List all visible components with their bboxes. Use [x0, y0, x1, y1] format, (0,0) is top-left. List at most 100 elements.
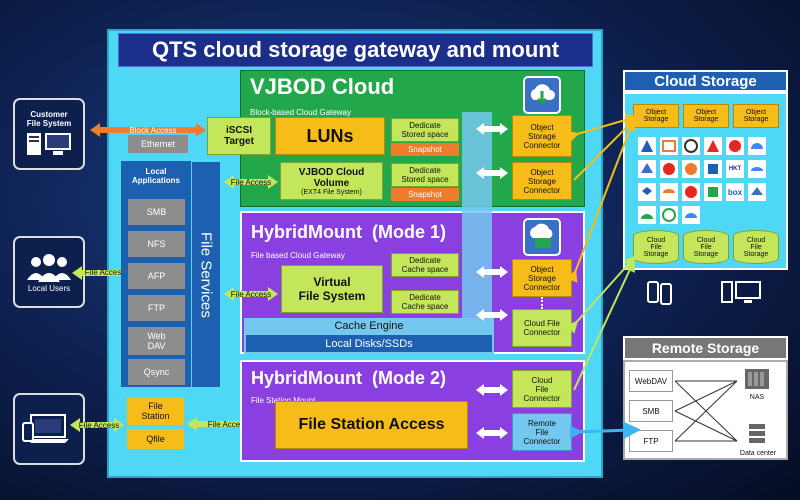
volume-line1: VJBOD Cloud — [298, 166, 365, 178]
dedicate-cache-2: Dedicate Cache space — [391, 290, 459, 314]
dedicate1-line1: Dedicate — [409, 121, 441, 130]
cloud-storage-title: Cloud Storage — [623, 70, 788, 92]
users-icon — [27, 253, 71, 282]
remote-smb-label: SMB — [642, 406, 660, 416]
hybrid2-title-text: HybridMount (Mode 2) — [251, 368, 446, 388]
diagram-title: QTS cloud storage gateway and mount — [118, 33, 593, 67]
hybrid1-title: HybridMount (Mode 1) — [251, 222, 446, 243]
hybrid1-subtitle-text: File based Cloud Gateway — [251, 251, 345, 260]
remote-ftp: FTP — [629, 430, 673, 452]
nfs-label: NFS — [147, 239, 166, 249]
cache-engine: Cache Engine — [244, 318, 494, 334]
hybrid1-file-access-label: File Access — [226, 289, 276, 299]
hybrid2-connector-1: Cloud File Connector — [512, 370, 572, 408]
users-file-access-text: File Access — [84, 267, 126, 277]
vjbod-file-access-arrow — [224, 175, 278, 189]
hc2-l1: Cloud File — [523, 319, 560, 328]
hybrid2-title: HybridMount (Mode 2) — [251, 368, 446, 389]
brand-hkt-text: HKT — [728, 166, 742, 172]
service-ftp: FTP — [128, 295, 185, 321]
cf3-l1: Cloud — [746, 236, 766, 244]
dedicate-cache-1: Dedicate Cache space — [391, 253, 459, 277]
qfile-file-access-text: File Access — [207, 419, 249, 429]
h2c2-l1: Remote — [527, 418, 556, 428]
cf2-l2: File — [700, 243, 712, 251]
iscsi-line1: iSCSI — [225, 125, 253, 136]
luns-box: LUNs — [275, 117, 385, 155]
luns-label: LUNs — [306, 125, 354, 146]
file-station-box: File Station — [127, 397, 184, 425]
client-devices — [13, 393, 85, 465]
vc2-l1: Object — [530, 167, 554, 177]
cache2-line1: Dedicate — [409, 293, 441, 302]
remote-title-text: Remote Storage — [651, 340, 760, 356]
upload-cloud-icon — [530, 84, 555, 106]
block-access-label: Block Access — [108, 125, 198, 135]
cloud-file-2: Cloud File Storage — [683, 230, 729, 264]
co1-l2: Storage — [643, 116, 669, 123]
vjbod-volume: VJBOD Cloud Volume (EXT4 File System) — [280, 162, 383, 200]
qfile-file-access-arrow — [187, 417, 271, 431]
cf1-l2: File — [650, 243, 662, 251]
local-applications: Local Applications — [121, 161, 191, 191]
vfs-line1: Virtual — [313, 275, 351, 289]
vc2-l2: Storage — [527, 176, 557, 186]
server-icon — [27, 132, 71, 155]
snapshot1-label: Snapshot — [408, 145, 442, 154]
external-arrows — [570, 113, 640, 440]
datacenter-label: Data center — [739, 449, 777, 457]
co2-l2: Storage — [693, 116, 719, 123]
co1-l1: Object — [645, 109, 667, 116]
cf1-l1: Cloud — [646, 236, 666, 244]
co3-l2: Storage — [743, 116, 769, 123]
remote-webdav-label: WebDAV — [634, 376, 668, 386]
remote-cross-lines — [674, 380, 738, 442]
dedicate-stored-2: Dedicate Stored space — [391, 163, 459, 187]
co2-l1: Object — [695, 109, 717, 116]
hybrid1-file-access-arrow — [224, 287, 278, 301]
cache1-line1: Dedicate — [409, 256, 441, 265]
local-users-label: Local Users — [27, 283, 71, 293]
dedicate2-line2: Stored space — [401, 175, 449, 184]
hc1-l3: Connector — [523, 282, 561, 292]
vjbod-file-access-label: File Access — [226, 177, 276, 187]
vjbod-connector-2: Object Storage Connector — [512, 162, 572, 200]
volume-line2: Volume — [313, 177, 350, 189]
snapshot-2: Snapshot — [391, 188, 459, 201]
remote-ftp-label: FTP — [643, 436, 659, 446]
fsa-label: File Station Access — [298, 416, 445, 433]
pc-file-access-text: File Access — [78, 420, 120, 430]
cache-engine-riser — [462, 112, 492, 318]
service-webdav: Web DAV — [128, 327, 185, 355]
vc1-l2: Storage — [527, 131, 557, 141]
ethernet-box: Ethernet — [128, 135, 188, 153]
vfs-line2: File System — [298, 289, 366, 303]
hybrid1-title-text: HybridMount (Mode 1) — [251, 222, 446, 242]
desktop-icon — [721, 281, 761, 303]
cf2-l1: Cloud — [696, 236, 716, 244]
vjbod-subtitle: Block-based Cloud Gateway — [250, 102, 351, 120]
laptop-phone-icon — [22, 414, 69, 443]
vjbod-file-access-text: File Access — [230, 177, 272, 187]
iscsi-line2: Target — [224, 136, 254, 147]
hc1-l1: Object — [530, 264, 554, 274]
file-services-bar: File Services — [192, 162, 220, 387]
ethernet-label: Ethernet — [140, 139, 176, 149]
vjbod-title: VJBOD Cloud — [250, 74, 394, 100]
brand-hkt: HKT — [726, 160, 744, 178]
file-station-line2: Station — [141, 411, 170, 421]
customer-fs-line2: File System — [26, 118, 72, 128]
hybrid2-connector-2: Remote File Connector — [512, 413, 572, 451]
remote-webdav: WebDAV — [629, 370, 673, 392]
block-access-text: Block Access — [129, 125, 177, 135]
vjbod-title-text: VJBOD Cloud — [250, 74, 395, 99]
snapshot-1: Snapshot — [391, 143, 459, 156]
nas-label: NAS — [749, 393, 765, 401]
smb-label: SMB — [146, 207, 167, 217]
file-station-line1: File — [148, 401, 163, 411]
h2c1-l1: Cloud — [531, 375, 553, 385]
volume-line3: (EXT4 File System) — [301, 188, 362, 196]
vjbod-subtitle-text: Block-based Cloud Gateway — [250, 108, 351, 117]
cf3-l3: Storage — [743, 250, 769, 258]
users-file-access-label: File Access — [80, 267, 130, 277]
